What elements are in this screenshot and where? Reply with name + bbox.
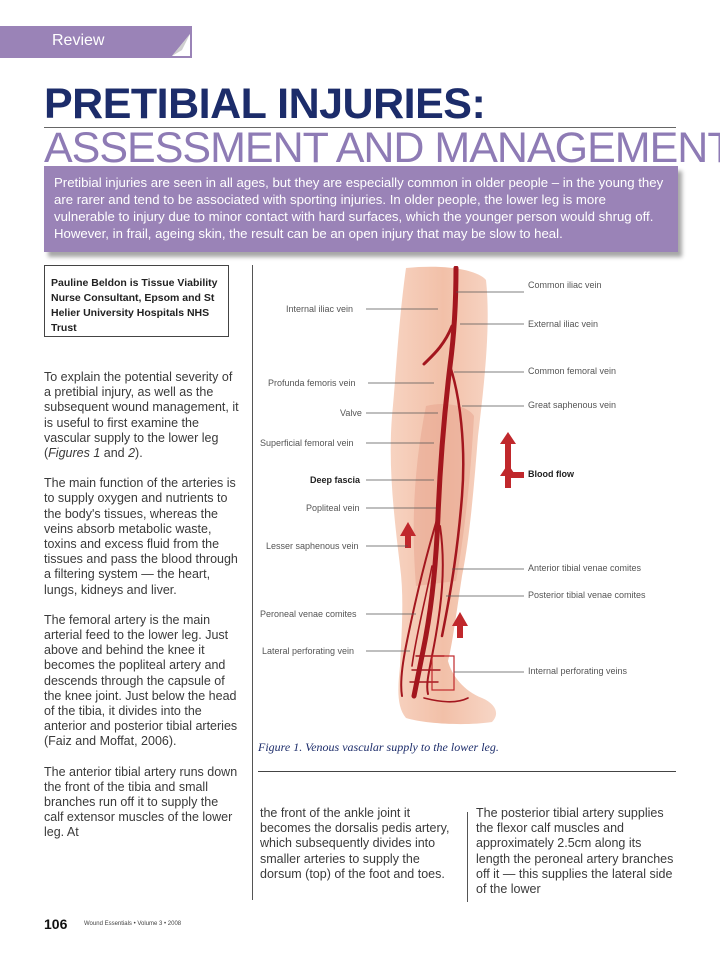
- body-paragraph: The femoral artery is the main arterial …: [44, 612, 238, 749]
- journal-info: Wound Essentials • Volume 3 • 2008: [84, 921, 182, 927]
- label-deep-fascia: Deep fascia: [310, 475, 361, 485]
- body-column-right: The posterior tibial artery supplies the…: [476, 806, 674, 897]
- label-popliteal: Popliteal vein: [306, 503, 360, 513]
- label-peroneal: Peroneal venae comites: [260, 609, 357, 619]
- label-internal-perforating: Internal perforating veins: [528, 666, 628, 676]
- page-curl-icon: [168, 28, 190, 56]
- intro-summary: Pretibial injuries are seen in all ages,…: [44, 166, 678, 252]
- column-divider: [467, 812, 468, 902]
- label-internal-iliac: Internal iliac vein: [286, 304, 353, 314]
- body-column-left: To explain the potential severity of a p…: [44, 370, 240, 856]
- label-lateral-perforating: Lateral perforating vein: [262, 646, 354, 656]
- label-superficial-femoral: Superficial femoral vein: [260, 438, 354, 448]
- article-title: PRETIBIAL INJURIES:: [44, 80, 486, 128]
- venous-diagram: Internal iliac vein Profunda femoris vei…: [260, 266, 646, 725]
- body-paragraph: To explain the potential severity of a p…: [44, 370, 239, 461]
- label-external-iliac: External iliac vein: [528, 319, 598, 329]
- label-blood-flow: Blood flow: [528, 469, 575, 479]
- label-common-iliac: Common iliac vein: [528, 280, 602, 290]
- label-anterior-tibial: Anterior tibial venae comites: [528, 563, 642, 573]
- label-profunda-femoris: Profunda femoris vein: [268, 378, 356, 388]
- figure-caption: Figure 1. Venous vascular supply to the …: [258, 740, 499, 754]
- body-paragraph: The main function of the arteries is to …: [44, 476, 238, 597]
- author-box: Pauline Beldon is Tissue Viability Nurse…: [44, 265, 229, 337]
- article-subtitle: ASSESSMENT AND MANAGEMENT: [44, 124, 720, 172]
- label-valve: Valve: [340, 408, 362, 418]
- label-great-saphenous: Great saphenous vein: [528, 400, 616, 410]
- label-lesser-saphenous: Lesser saphenous vein: [266, 541, 359, 551]
- label-posterior-tibial: Posterior tibial venae comites: [528, 590, 646, 600]
- column-divider: [252, 265, 253, 900]
- label-common-femoral: Common femoral vein: [528, 366, 616, 376]
- section-tab-label: Review: [52, 32, 105, 49]
- diagram-labels-right: Common iliac vein External iliac vein Co…: [431, 280, 646, 691]
- figure-divider: [258, 771, 676, 772]
- section-tab: Review: [0, 26, 192, 58]
- body-paragraph: The anterior tibial artery runs down the…: [44, 764, 238, 840]
- blood-flow-icon: [500, 432, 524, 478]
- title-divider: [44, 127, 676, 128]
- diagram-labels-left: Internal iliac vein Profunda femoris vei…: [260, 304, 438, 656]
- page-number: 106: [44, 916, 68, 932]
- body-column-middle: the front of the ankle joint it becomes …: [260, 806, 450, 881]
